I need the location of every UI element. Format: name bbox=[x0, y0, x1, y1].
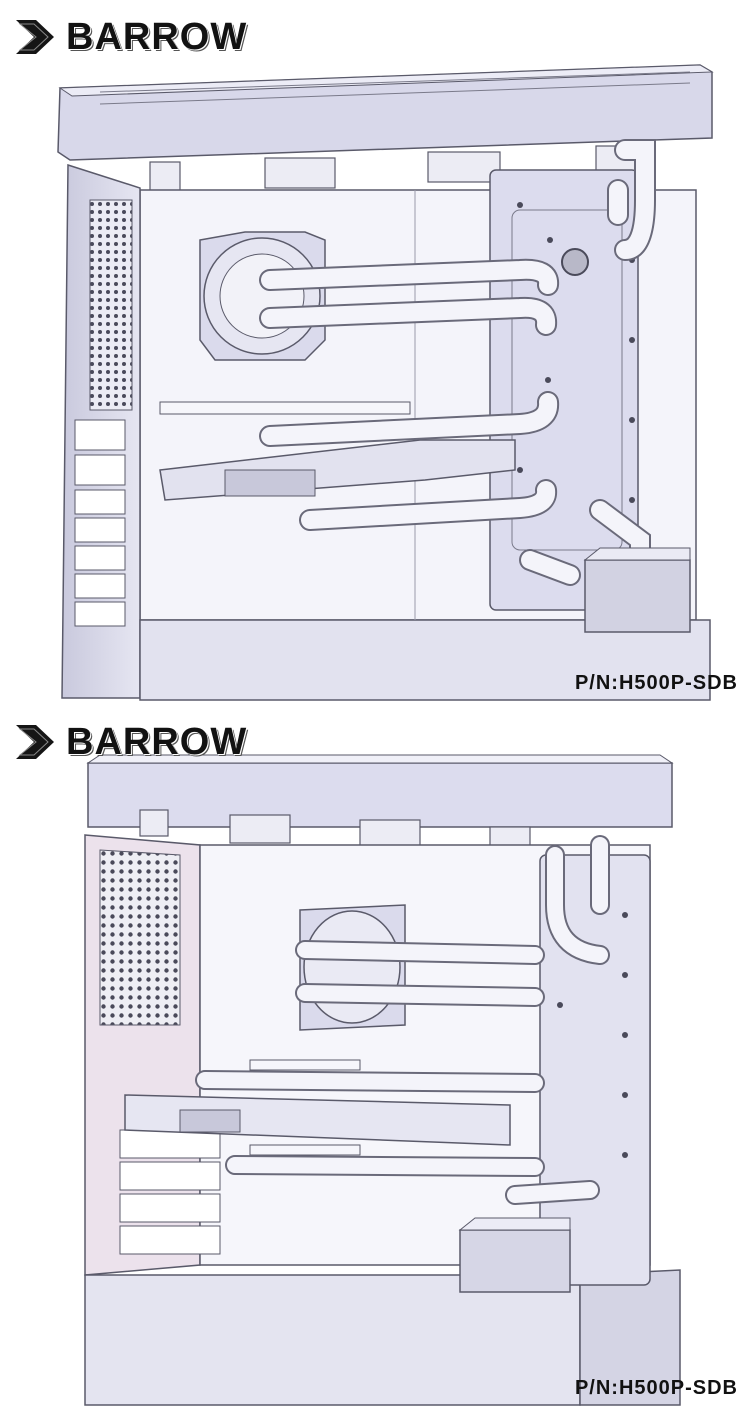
cpu-block bbox=[199, 231, 326, 361]
brand-header: BARROW bbox=[12, 12, 247, 62]
case-drawing-angled bbox=[84, 754, 681, 1406]
case-drawing-front bbox=[57, 64, 714, 701]
cpu-block bbox=[299, 904, 406, 1031]
barrow-chevron-logo-icon bbox=[16, 725, 54, 759]
gpu-block bbox=[159, 401, 516, 501]
distribution-plate bbox=[489, 169, 639, 611]
part-number: P/N:H500P-SDB bbox=[574, 1377, 738, 1399]
hardline-tubes bbox=[259, 139, 656, 586]
hardline-tubes bbox=[195, 835, 610, 1205]
product-panel-front: BARROW P/N:H500P-SDB bbox=[12, 12, 738, 701]
brand-name: BARROW bbox=[66, 15, 248, 58]
part-number: P/N:H500P-SDB bbox=[574, 672, 738, 694]
brand-header: BARROW bbox=[12, 717, 247, 767]
brand-name: BARROW bbox=[66, 720, 248, 763]
pump bbox=[458, 1217, 571, 1293]
barrow-chevron-logo-icon bbox=[16, 20, 54, 54]
gpu-block bbox=[124, 1059, 511, 1156]
top-radiator bbox=[86, 754, 674, 828]
top-radiator bbox=[57, 64, 714, 161]
pump bbox=[583, 547, 691, 633]
product-panel-angled: BARROW P/N:H500P-SDB bbox=[0, 705, 750, 1410]
